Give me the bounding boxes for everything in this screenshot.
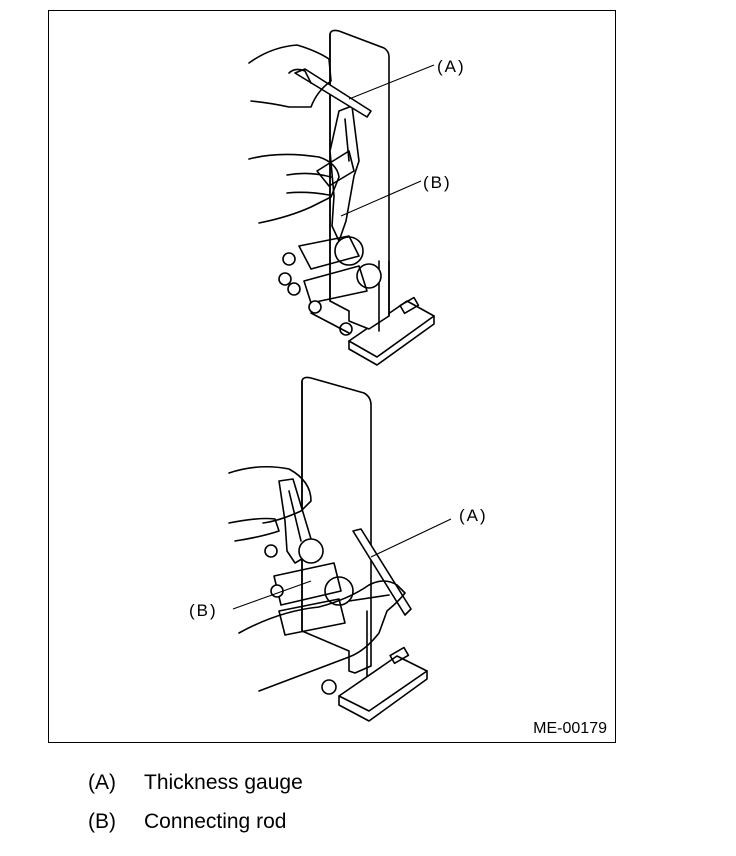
legend-text-b: Connecting rod	[144, 810, 287, 833]
hand	[248, 44, 332, 108]
thickness-gauge	[352, 528, 412, 616]
hand	[248, 153, 340, 224]
legend-key-a: (A)	[88, 771, 116, 794]
callout-a-lower: (A)	[459, 506, 488, 525]
callout-b-lower: (B)	[189, 601, 218, 620]
figure-code: ME-00179	[533, 720, 607, 737]
callout-b-upper: (B)	[423, 173, 452, 192]
callout-a-upper: (A)	[437, 57, 466, 76]
legend-key-b: (B)	[88, 810, 116, 833]
hand	[228, 465, 312, 524]
lower-view: (A) (B)	[189, 376, 488, 722]
legend-item-a: (A) Thickness gauge	[88, 771, 303, 795]
legend-text-a: Thickness gauge	[144, 771, 303, 794]
hand	[238, 580, 406, 692]
connecting-rod	[329, 105, 360, 242]
illustration: (A) (B)	[189, 29, 488, 722]
legend-item-b: (B) Connecting rod	[88, 810, 286, 834]
figure-frame: (A) (B)	[48, 10, 616, 743]
crank-journal	[298, 538, 324, 564]
upper-view: (A) (B)	[248, 29, 466, 366]
stand-plate	[301, 376, 372, 674]
